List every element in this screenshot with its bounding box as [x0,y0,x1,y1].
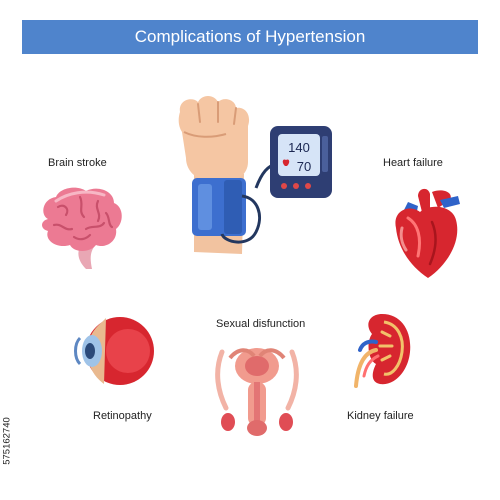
retinopathy-label: Retinopathy [93,410,152,422]
heart-icon [282,159,290,166]
heart-failure-label: Heart failure [383,157,443,169]
systolic-reading: 140 [288,140,310,155]
title-banner: Complications of Hypertension [22,20,478,54]
eye-icon [74,317,154,385]
blood-pressure-monitor-illustration: 140 70 [178,96,332,254]
reproductive-system-icon [215,348,299,436]
brain-stroke-label: Brain stroke [48,157,107,169]
diastolic-reading: 70 [297,159,311,174]
heart-icon [395,188,460,278]
kidney-failure-label: Kidney failure [347,410,414,422]
stock-id-watermark: 575162740 [0,385,14,497]
page-title: Complications of Hypertension [134,27,366,46]
brain-icon [42,187,122,269]
sexual-disfunction-label: Sexual disfunction [216,318,306,330]
kidney-icon [354,314,411,388]
stock-id-text: 575162740 [1,417,13,465]
